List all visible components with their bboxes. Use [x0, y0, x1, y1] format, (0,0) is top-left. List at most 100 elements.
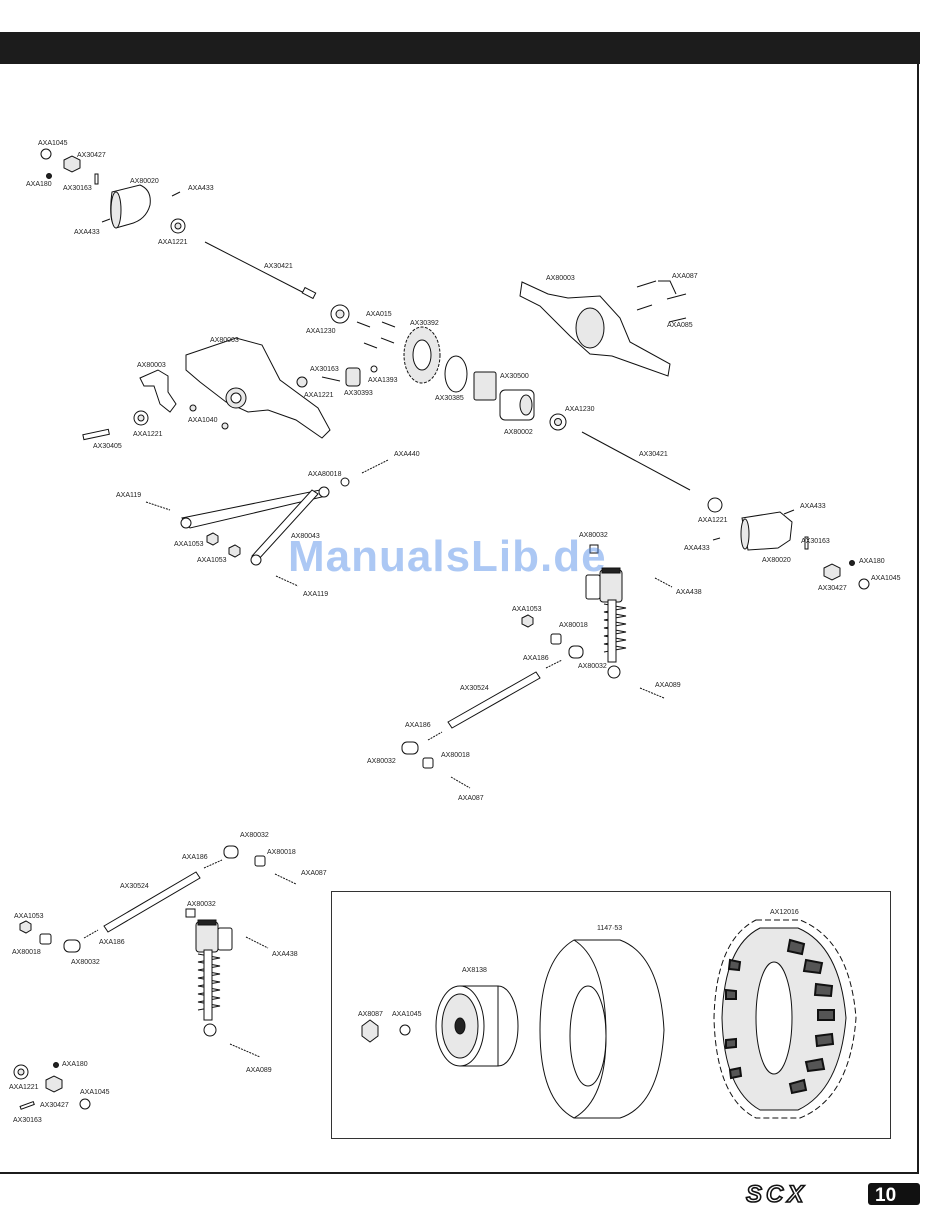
- part-axa119-screw-1: [145, 501, 171, 511]
- label-ax80032-f: AX80032: [71, 959, 100, 966]
- part-axa1221-e-inner: [17, 1068, 25, 1076]
- part-ax30392-ring-gear: [403, 326, 441, 384]
- label-axa440: AXA440: [394, 451, 420, 458]
- part-ax30163-pin: [94, 173, 99, 185]
- part-axa180-ball-b: [53, 1062, 59, 1068]
- label-ax30524-b: AX30524: [120, 883, 149, 890]
- part-ax80003-housing-right: [519, 281, 671, 377]
- part-ax80032-rodend-a: [568, 645, 584, 659]
- wheel-assembly-box: [331, 891, 891, 1139]
- label-axa433: AXA433: [188, 185, 214, 192]
- label-axa1221-e: AXA1221: [9, 1084, 39, 1091]
- part-ax80018-bushing-a: [550, 633, 562, 645]
- part-ax80018-bushing-c: [254, 855, 266, 867]
- label-ax80032-b: AX80032: [578, 663, 607, 670]
- part-axa087-screw-b: [450, 776, 471, 789]
- part-axa087-screws: [636, 280, 687, 323]
- label-ax30427: AX30427: [77, 152, 106, 159]
- label-axa1053-2: AXA1053: [197, 557, 227, 564]
- label-114753: 1147·53: [597, 925, 622, 932]
- label-ax30163-b: AX30163: [310, 366, 339, 373]
- part-axa1045-nut-b: [79, 1098, 91, 1110]
- label-ax30427-b: AX30427: [40, 1102, 69, 1109]
- part-axa1045-nut-c: [399, 1024, 411, 1036]
- label-axa119-2: AXA119: [303, 591, 328, 598]
- label-ax80018-a: AX80018: [559, 622, 588, 629]
- part-axa089-screw-a: [639, 687, 665, 699]
- part-axa186-spring-c: [203, 859, 223, 869]
- frame-right-border: [917, 32, 919, 1174]
- label-ax80003-c: AX80003: [137, 362, 166, 369]
- label-ax80032-d: AX80032: [240, 832, 269, 839]
- part-ax30421-axle-left: [204, 241, 317, 300]
- label-ax80032-a: AX80032: [579, 532, 608, 539]
- label-axa433-3: AXA433: [684, 545, 710, 552]
- part-ax80032-spacer-a: [589, 544, 599, 554]
- label-ax80032-e: AX80032: [187, 901, 216, 908]
- label-ax30385: AX30385: [435, 395, 464, 402]
- part-ax30524-link-a: [447, 671, 541, 729]
- label-ax30163: AX30163: [63, 185, 92, 192]
- label-ax12016: AX12016: [770, 909, 799, 916]
- part-shock-left: [195, 919, 233, 1037]
- part-ax30393-pinion: [321, 367, 361, 387]
- part-ax30427-hex-b: [45, 1075, 63, 1093]
- part-axa186-spring-d: [83, 929, 99, 939]
- label-axa186-b: AXA186: [405, 722, 431, 729]
- label-axa1053-3: AXA1053: [512, 606, 542, 613]
- label-axa438-b: AXA438: [272, 951, 298, 958]
- label-axa085: AXA085: [667, 322, 693, 329]
- label-axa180: AXA180: [26, 181, 52, 188]
- part-axa087-screw-c: [274, 873, 297, 885]
- logo-badge: [868, 1183, 920, 1205]
- label-ax80032-c: AX80032: [367, 758, 396, 765]
- part-ax30500-locker: [473, 371, 497, 401]
- label-axa438: AXA438: [676, 589, 702, 596]
- label-axa087-c: AXA087: [301, 870, 327, 877]
- part-axa1221-bearing-d: [707, 497, 723, 513]
- label-ax30163-r: AX30163: [801, 538, 830, 545]
- part-ax30385-gasket: [444, 355, 468, 393]
- label-axa186-a: AXA186: [523, 655, 549, 662]
- label-ax8138: AX8138: [462, 967, 487, 974]
- label-axa089-a: AXA089: [655, 682, 681, 689]
- label-axa1393: AXA1393: [368, 377, 398, 384]
- label-axa1053-4: AXA1053: [14, 913, 44, 920]
- label-axa089-b: AXA089: [246, 1067, 272, 1074]
- part-ax30163-pin-r: [804, 536, 809, 550]
- part-axa1053-nut-2: [228, 544, 241, 558]
- part-axa1045-nut-r: [858, 578, 870, 590]
- part-axa1040-nut-1: [189, 404, 197, 412]
- label-ax80002: AX80002: [504, 429, 533, 436]
- part-ax30421-axle-right: [581, 431, 691, 491]
- label-axa186-d: AXA186: [99, 939, 125, 946]
- label-axa1221-b: AXA1221: [304, 392, 334, 399]
- label-ax30405: AX30405: [93, 443, 122, 450]
- frame-bottom-border: [0, 1172, 919, 1174]
- label-axa1045-c: AXA1045: [392, 1011, 422, 1018]
- label-ax30163-b2: AX30163: [13, 1117, 42, 1124]
- part-ax30524-link-b: [103, 871, 201, 933]
- label-ax30392: AX30392: [410, 320, 439, 327]
- part-axa1230-inner: [335, 309, 345, 319]
- header-bar: [0, 32, 920, 64]
- label-axa1045-b: AXA1045: [80, 1089, 110, 1096]
- part-ax80018-bushing-b: [422, 757, 434, 769]
- label-axa1045-r: AXA1045: [871, 575, 901, 582]
- label-ax80018-c: AX80018: [267, 849, 296, 856]
- label-ax30421-r: AX30421: [639, 451, 668, 458]
- part-axa015-screws: [356, 321, 396, 349]
- part-shock-right: [585, 567, 627, 679]
- label-axa180-b: AXA180: [62, 1061, 88, 1068]
- part-ax30163-pin-b: [19, 1101, 35, 1110]
- part-axa1230-b-inner: [554, 418, 562, 426]
- part-ax80020-face: [110, 191, 122, 229]
- part-axa186-spring-b: [427, 731, 443, 741]
- label-axa119: AXA119: [116, 492, 141, 499]
- part-axa1053-nut-3: [521, 614, 534, 628]
- label-axa1230: AXA1230: [306, 328, 336, 335]
- scx10-logo: SCX 10: [745, 1180, 920, 1208]
- part-ax80032-rodend-d: [63, 939, 81, 953]
- label-axa1221-d: AXA1221: [698, 517, 728, 524]
- label-ax80003: AX80003: [210, 337, 239, 344]
